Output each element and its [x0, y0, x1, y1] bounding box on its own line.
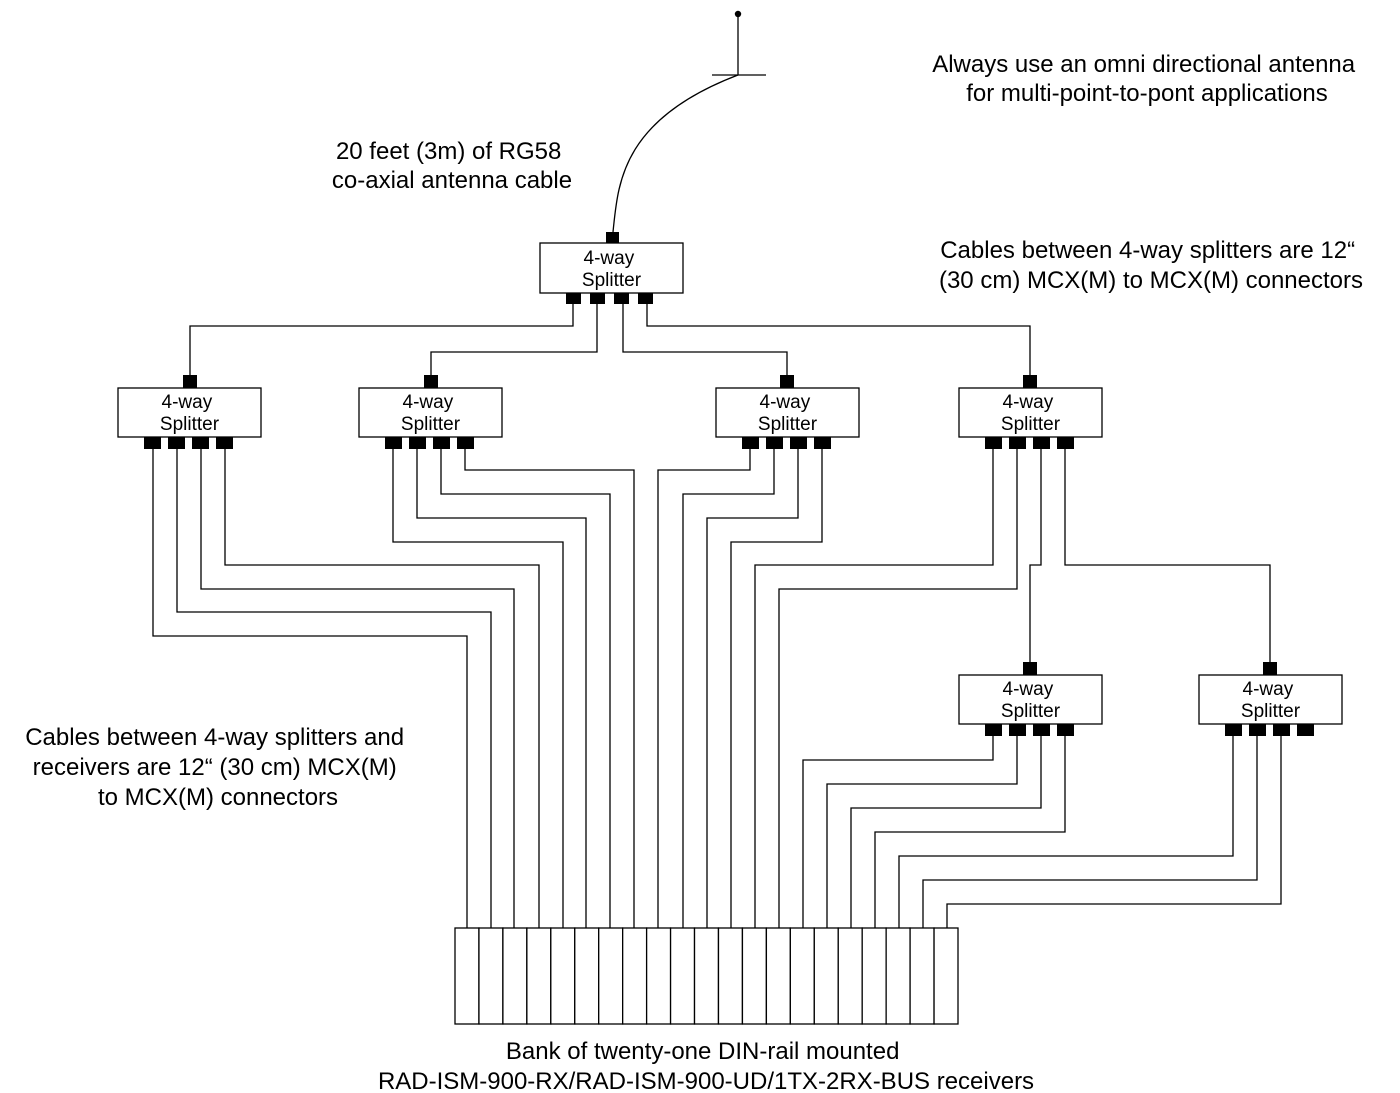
output-connector: [1273, 724, 1290, 736]
output-connector: [1009, 437, 1026, 449]
receiver-module: [693, 927, 720, 1025]
splitter-label: 4-way Splitter: [1001, 392, 1061, 435]
antenna-note: Always use an omni directional antenna f…: [932, 51, 1362, 107]
output-connector: [1057, 437, 1074, 449]
output-connector: [1249, 724, 1266, 736]
output-connector: [192, 437, 209, 449]
receiver-module: [741, 927, 768, 1025]
splitter-level2-a: 4-way Splitter: [117, 375, 262, 449]
receiver-module: [502, 927, 528, 1025]
splitter-box: [958, 674, 1103, 725]
output-connector: [1225, 724, 1242, 736]
receiver-module: [526, 927, 552, 1025]
receiver-module: [645, 927, 672, 1025]
splitter-box: [358, 387, 503, 438]
receiver-module: [837, 927, 863, 1025]
splitter-to-splitter-cables: [189, 304, 1271, 667]
receiver-module: [861, 927, 887, 1025]
output-connector: [457, 437, 474, 449]
receiver-module: [885, 927, 911, 1025]
output-connector: [1033, 437, 1050, 449]
splitter-box: [715, 387, 860, 438]
output-connector: [216, 437, 233, 449]
splitter-cable-note: Cables between 4-way splitters are 12“ (…: [939, 237, 1363, 294]
receiver-module: [813, 927, 839, 1025]
output-connector: [1057, 724, 1074, 736]
splitter-label: 4-way Splitter: [160, 392, 220, 435]
output-connector: [742, 437, 759, 449]
splitter-level3-b: 4-way Splitter: [1198, 662, 1343, 736]
output-connector: [144, 437, 161, 449]
receiver-module: [933, 927, 959, 1025]
splitter-level3-a: 4-way Splitter: [958, 662, 1103, 736]
rg58-antenna-cable: [612, 74, 739, 233]
cable-note: 20 feet (3m) of RG58 co-axial antenna ca…: [332, 138, 572, 194]
output-connector: [1033, 724, 1050, 736]
output-connector: [766, 437, 783, 449]
input-connector: [183, 375, 197, 388]
splitter-label: 4-way Splitter: [401, 392, 461, 435]
splitter-label: 4-way Splitter: [1241, 679, 1301, 722]
receiver-bank: [454, 927, 959, 1025]
splitter-root: 4-way Splitter: [539, 232, 684, 304]
input-connector: [1023, 375, 1037, 388]
input-connector: [780, 375, 794, 388]
input-connector: [424, 375, 438, 388]
bank-caption: Bank of twenty-one DIN-rail mounted RAD-…: [378, 1038, 1034, 1093]
splitter-level2-b: 4-way Splitter: [358, 375, 503, 449]
output-connector: [985, 724, 1002, 736]
splitter-level2-d: 4-way Splitter: [958, 375, 1103, 449]
splitter-to-receiver-cables: [152, 448, 1282, 928]
receiver-module: [789, 927, 815, 1025]
receiver-module: [622, 927, 648, 1025]
output-connector: [814, 437, 831, 449]
splitter-box: [117, 387, 262, 438]
output-connector: [614, 293, 629, 304]
output-connector: [168, 437, 185, 449]
output-connector: [790, 437, 807, 449]
output-connector: [590, 293, 605, 304]
output-connector: [985, 437, 1002, 449]
splitter-label: 4-way Splitter: [582, 248, 642, 291]
input-connector: [1023, 662, 1037, 675]
receiver-module: [717, 927, 744, 1025]
splitter-box: [1198, 674, 1343, 725]
receiver-cable-note: Cables between 4-way splitters and recei…: [25, 724, 411, 811]
output-connector: [1297, 724, 1314, 736]
receiver-module: [765, 927, 791, 1025]
input-connector: [606, 232, 619, 243]
receiver-module: [574, 927, 600, 1025]
input-connector: [1263, 662, 1277, 675]
receiver-module: [909, 927, 935, 1025]
output-connector: [409, 437, 426, 449]
receiver-module: [454, 927, 480, 1025]
splitter-label: 4-way Splitter: [758, 392, 818, 435]
output-connector: [566, 293, 581, 304]
output-connector: [638, 293, 653, 304]
output-connector: [385, 437, 402, 449]
splitter-level2-c: 4-way Splitter: [715, 375, 860, 449]
omni-antenna: [712, 10, 766, 76]
receiver-module: [669, 927, 696, 1025]
output-connector: [433, 437, 450, 449]
receiver-module: [550, 927, 576, 1025]
splitter-label: 4-way Splitter: [1001, 679, 1061, 722]
receiver-module: [598, 927, 624, 1025]
receiver-module: [478, 927, 504, 1025]
output-connector: [1009, 724, 1026, 736]
splitter-box: [958, 387, 1103, 438]
